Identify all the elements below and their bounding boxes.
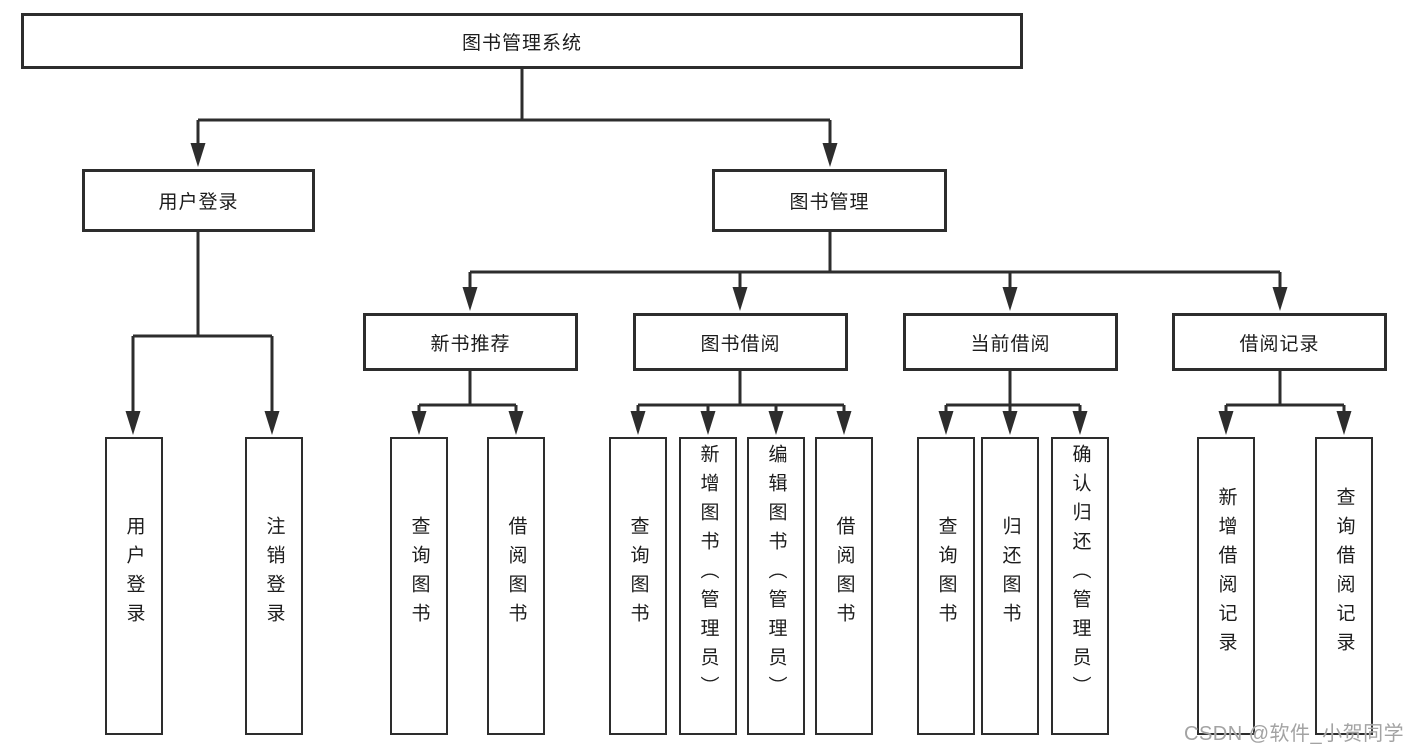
node-label: 图书借阅 bbox=[700, 333, 781, 355]
node-book-management: 图书管理 bbox=[712, 169, 947, 232]
node-label: 图书管理系统 bbox=[461, 32, 582, 54]
node-label: 用户登录 bbox=[158, 192, 239, 213]
leaf-label: 确认归还（管理员） bbox=[1069, 443, 1091, 705]
node-label: 图书管理 bbox=[789, 192, 870, 213]
node-book-borrowing: 图书借阅 bbox=[633, 313, 848, 371]
node-borrowing-records: 借阅记录 bbox=[1172, 313, 1387, 371]
leaf-newbook-query-books: 查询图书 bbox=[390, 437, 448, 735]
leaf-records-query-record: 查询借阅记录 bbox=[1315, 437, 1373, 735]
node-current-borrowing: 当前借阅 bbox=[903, 313, 1118, 371]
node-user-login: 用户登录 bbox=[82, 169, 315, 232]
node-label: 借阅记录 bbox=[1239, 333, 1320, 355]
node-label: 当前借阅 bbox=[970, 333, 1051, 355]
leaf-current-confirm-return: 确认归还（管理员） bbox=[1051, 437, 1109, 735]
leaf-borrowing-edit-books: 编辑图书（管理员） bbox=[747, 437, 805, 735]
leaf-borrowing-add-books: 新增图书（管理员） bbox=[679, 437, 737, 735]
leaf-label: 借阅图书 bbox=[833, 516, 855, 632]
leaf-records-add-record: 新增借阅记录 bbox=[1197, 437, 1255, 735]
leaf-label: 编辑图书（管理员） bbox=[765, 443, 787, 705]
leaf-label: 查询图书 bbox=[408, 516, 430, 632]
leaf-label: 查询图书 bbox=[935, 516, 957, 632]
node-root-system: 图书管理系统 bbox=[21, 13, 1023, 69]
leaf-logout: 注销登录 bbox=[245, 437, 303, 735]
leaf-label: 查询图书 bbox=[627, 516, 649, 632]
leaf-borrowing-borrow-books: 借阅图书 bbox=[815, 437, 873, 735]
leaf-borrowing-query-books: 查询图书 bbox=[609, 437, 667, 735]
leaf-label: 用户登录 bbox=[123, 516, 145, 632]
leaf-label: 新增借阅记录 bbox=[1215, 487, 1237, 661]
node-label: 新书推荐 bbox=[430, 333, 511, 355]
leaf-current-query-books: 查询图书 bbox=[917, 437, 975, 735]
leaf-label: 新增图书（管理员） bbox=[697, 443, 719, 705]
leaf-label: 借阅图书 bbox=[505, 516, 527, 632]
leaf-current-return-books: 归还图书 bbox=[981, 437, 1039, 735]
leaf-user-login: 用户登录 bbox=[105, 437, 163, 735]
csdn-watermark: CSDN @软件_小贺同学 bbox=[1184, 723, 1405, 745]
leaf-label: 注销登录 bbox=[263, 516, 285, 632]
node-new-book-recommend: 新书推荐 bbox=[363, 313, 578, 371]
leaf-newbook-borrow-books: 借阅图书 bbox=[487, 437, 545, 735]
leaf-label: 查询借阅记录 bbox=[1333, 487, 1355, 661]
leaf-label: 归还图书 bbox=[999, 516, 1021, 632]
